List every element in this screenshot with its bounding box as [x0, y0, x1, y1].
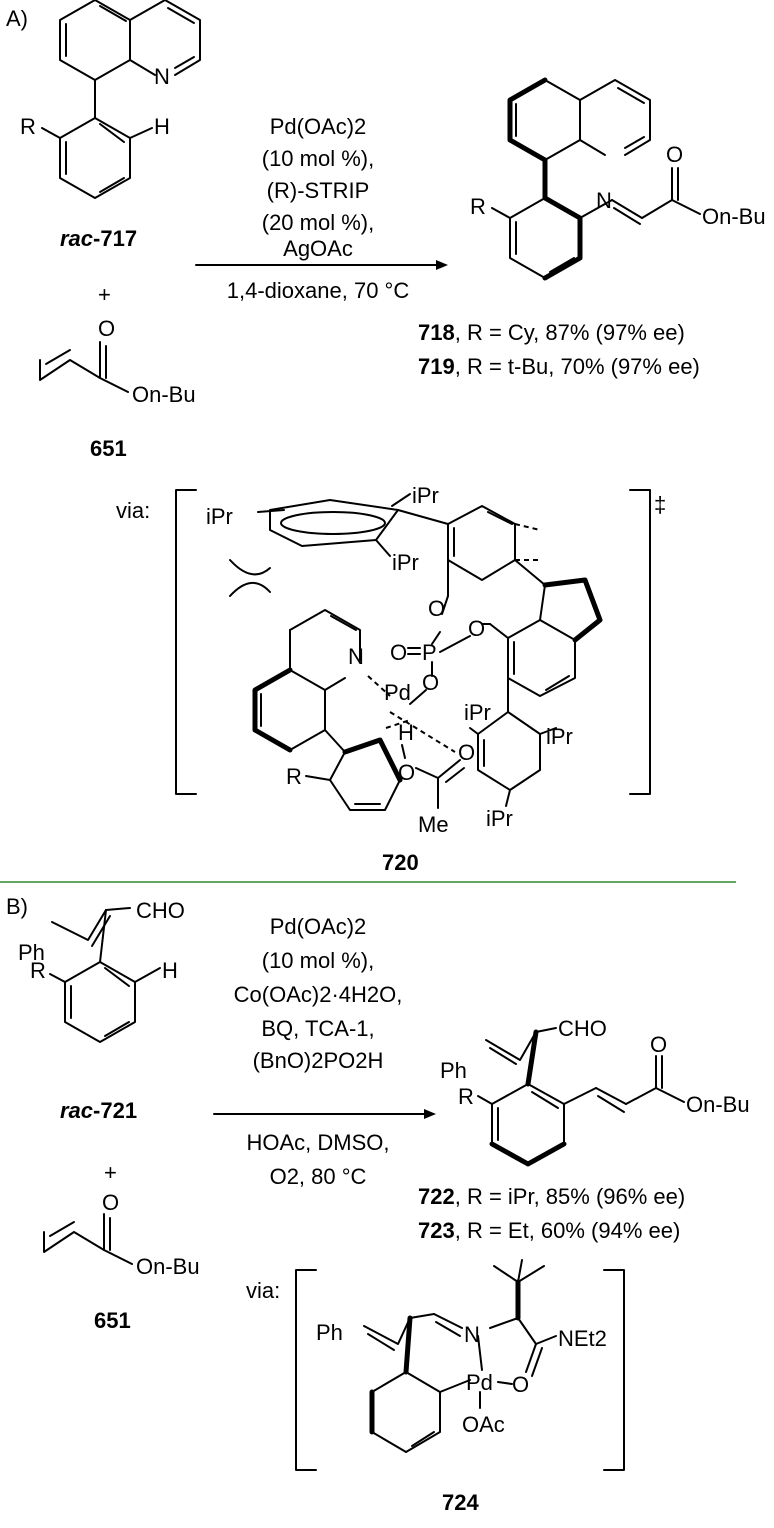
ester-label: On-Bu [136, 1254, 200, 1279]
substituent-ipr: iPr [206, 504, 233, 529]
ester-label: On-Bu [686, 1092, 750, 1117]
condition-line: O2, 80 °C [270, 1164, 367, 1189]
arrow-head-a [436, 260, 448, 270]
condition-line: (R)-STRIP [267, 178, 370, 203]
condition-line: 1,4-dioxane, 70 °C [227, 278, 410, 303]
atom-n: N [464, 1322, 480, 1347]
atom-o: O [398, 760, 415, 785]
aldehyde-label: CHO [558, 1016, 607, 1041]
condition-line: (20 mol %), [262, 210, 374, 235]
bracket-right [629, 489, 651, 795]
plus-sign: + [98, 282, 111, 307]
result-line: 722, R = iPr, 85% (96% ee) [418, 1184, 685, 1209]
atom-pd: Pd [466, 1370, 493, 1395]
acrylate-651-structure [39, 341, 129, 393]
condition-line: Co(OAc)2·4H2O, [234, 982, 403, 1007]
atom-r: R [20, 114, 36, 139]
atom-n: N [348, 644, 364, 669]
substituent-ipr: iPr [486, 806, 513, 831]
compound-label-721: rac-721 [60, 1098, 137, 1123]
condition-line: (10 mol %), [262, 146, 374, 171]
aldehyde-label: CHO [136, 898, 185, 923]
atom-o: O [458, 740, 475, 765]
atom-n: N [596, 188, 612, 213]
condition-line: (BnO)2PO2H [253, 1048, 384, 1073]
bracket-right [603, 1269, 625, 1471]
arrow-head-b [424, 1109, 436, 1119]
panel-a-label: A) [6, 6, 28, 31]
compound-label-717: rac-717 [60, 226, 137, 251]
atom-h: H [154, 114, 170, 139]
conditions-a: Pd(OAc)2 (10 mol %), (R)-STRIP (20 mol %… [227, 114, 410, 303]
atom-o: O [650, 1032, 667, 1057]
condition-line: HOAc, DMSO, [246, 1130, 389, 1155]
ester-label: On-Bu [132, 382, 196, 407]
compound-label-651: 651 [90, 436, 127, 461]
atom-r: R [286, 764, 302, 789]
compound-label-651: 651 [94, 1308, 131, 1333]
ts-724-structure [363, 1259, 557, 1453]
panel-b-label: B) [6, 894, 28, 919]
compound-label-724: 724 [442, 1490, 479, 1515]
atom-pd: Pd [384, 680, 411, 705]
diethylamide-label: NEt2 [558, 1326, 607, 1351]
atom-o: O [102, 1190, 119, 1215]
result-line: 718, R = Cy, 87% (97% ee) [418, 320, 685, 345]
bracket-left [295, 1269, 317, 1471]
atom-n: N [154, 64, 170, 89]
atom-p: P [422, 640, 437, 665]
phenyl-label: Ph [440, 1058, 467, 1083]
condition-line: Pd(OAc)2 [270, 114, 367, 139]
acetate-label: OAc [462, 1412, 505, 1437]
substituent-ipr: iPr [392, 550, 419, 575]
atom-r: R [470, 194, 486, 219]
condition-line: (10 mol %), [262, 948, 374, 973]
atom-o: O [512, 1372, 529, 1397]
atom-r: R [458, 1084, 474, 1109]
methyl-label: Me [418, 812, 449, 837]
bracket-left [175, 489, 197, 795]
atom-h: H [162, 958, 178, 983]
atom-o: O [468, 616, 485, 641]
atom-o: O [390, 640, 407, 665]
substrate-721-structure [49, 907, 161, 1043]
substrate-717-structure [41, 0, 201, 199]
substituent-ipr: iPr [412, 483, 439, 508]
dagger-symbol: ‡ [654, 492, 666, 517]
condition-line: BQ, TCA-1, [261, 1016, 374, 1041]
plus-sign: + [104, 1160, 117, 1185]
ts-720-structure [229, 493, 603, 811]
condition-line: AgOAc [283, 236, 353, 261]
product-718-structure [491, 77, 701, 281]
atom-h: H [398, 720, 414, 745]
atom-o: O [666, 142, 683, 167]
result-line: 719, R = t-Bu, 70% (97% ee) [418, 354, 700, 379]
via-label: via: [116, 498, 150, 523]
acrylate-651-structure [43, 1213, 133, 1265]
phenyl-label: Ph [316, 1320, 343, 1345]
substituent-ipr: iPr [546, 724, 573, 749]
product-722-structure [477, 1027, 685, 1167]
atom-o: O [428, 596, 445, 621]
atom-o: O [422, 670, 439, 695]
condition-line: Pd(OAc)2 [270, 914, 367, 939]
via-label: via: [246, 1278, 280, 1303]
conditions-b: Pd(OAc)2 (10 mol %), Co(OAc)2·4H2O, BQ, … [234, 914, 403, 1189]
result-line: 723, R = Et, 60% (94% ee) [418, 1218, 680, 1243]
compound-label-720: 720 [382, 850, 419, 875]
atom-o: O [98, 316, 115, 341]
substituent-ipr: iPr [464, 700, 491, 725]
ester-label: On-Bu [702, 204, 766, 229]
phenyl-label: Ph [18, 940, 45, 965]
atom-r: R [30, 958, 46, 983]
